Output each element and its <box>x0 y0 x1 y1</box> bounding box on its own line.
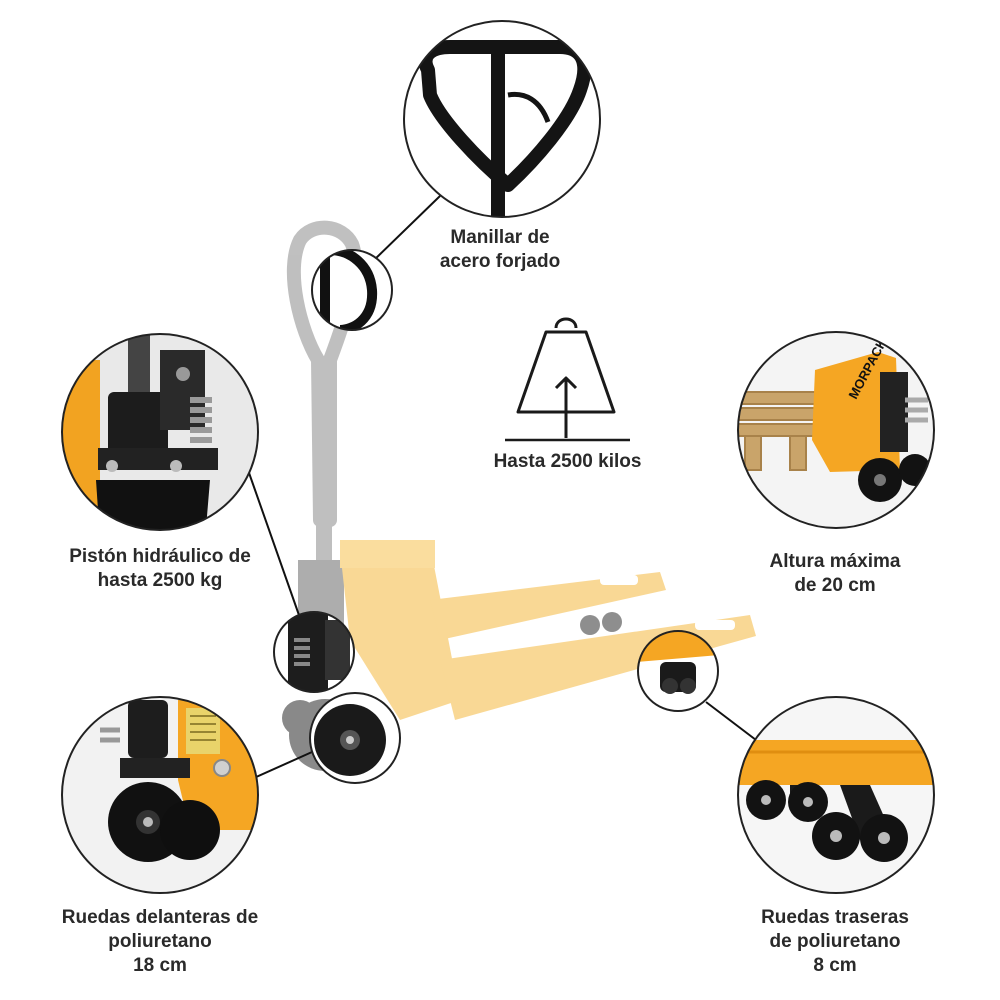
detail-piston-small <box>273 611 355 693</box>
fork-left <box>430 572 666 640</box>
front-wheels-label-line-2: poliuretano <box>108 931 212 952</box>
detail-handle-small <box>311 249 393 331</box>
piston-feature-label: Pistón hidráulico de hasta 2500 kg <box>40 545 280 593</box>
height-label-line-2: de 20 cm <box>794 575 876 596</box>
connector-lines <box>247 195 871 779</box>
rear-wheels-label-line-2: de poliuretano <box>769 931 901 952</box>
height-feature-label: Altura máxima de 20 cm <box>735 550 935 598</box>
detail-piston-large <box>61 333 259 531</box>
capacity-feature-label: Hasta 2500 kilos <box>455 450 680 474</box>
detail-front-wheel-large <box>61 696 259 894</box>
handle-feature-label: Manillar de acero forjado <box>400 226 600 274</box>
front-wheels-label-line-3: 18 cm <box>133 955 187 976</box>
detail-handle-large <box>403 20 601 218</box>
piston-label-line-1: Pistón hidráulico de <box>69 546 251 567</box>
capacity-label-line-1: Hasta 2500 kilos <box>493 451 642 472</box>
rear-wheels-label-line-1: Ruedas traseras <box>761 907 909 928</box>
detail-rear-wheel-large <box>737 696 935 894</box>
detail-front-wheel-small <box>309 692 401 784</box>
front-wheels-label-line-1: Ruedas delanteras de <box>61 907 259 928</box>
piston-label-line-2: hasta 2500 kg <box>97 570 223 591</box>
height-label-line-1: Altura máxima <box>769 551 901 572</box>
jack-chassis <box>340 545 460 720</box>
front-wheels-feature-label: Ruedas delanteras de poliuretano 18 cm <box>40 906 280 978</box>
weight-icon <box>505 317 630 442</box>
handle-label-line-2: acero forjado <box>439 251 561 272</box>
handle-label-line-1: Manillar de <box>450 227 550 248</box>
rear-wheels-feature-label: Ruedas traseras de poliuretano 8 cm <box>735 906 935 978</box>
detail-height-large: MORPACK <box>737 331 935 529</box>
detail-rear-wheel-small <box>637 630 719 712</box>
rear-wheels-label-line-3: 8 cm <box>813 955 857 976</box>
